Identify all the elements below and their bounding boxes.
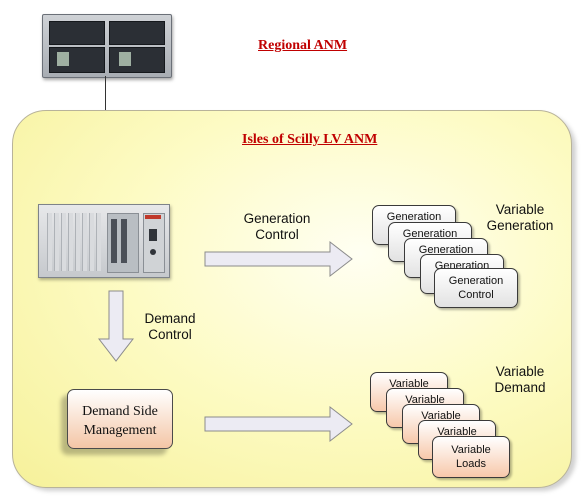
variable-demand-line2: Demand [494,380,546,395]
anm-controller [38,204,170,278]
generation-control-line2: Control [255,227,299,242]
variable-box-3-label: Variable [421,410,461,422]
variable-box-2-label: Variable [405,394,445,406]
variable-box-1-label: Variable [389,378,429,390]
regional-anm-server [42,14,172,78]
variable-demand-label: Variable Demand [480,364,560,396]
generation-box-2-label: Generation [402,228,458,240]
variable-generation-line1: Variable [495,202,545,217]
generation-control-arrow [204,240,353,278]
variable-loads-box: Variable Loads [432,436,510,478]
variable-demand-line1: Variable [495,364,545,379]
generation-control-box: Generation Control [434,268,518,308]
demand-side-management-line2: Management [83,423,157,438]
demand-side-management-line1: Demand Side [82,404,158,419]
variable-box-4-label: Variable [437,426,477,438]
variable-generation-line2: Generation [486,218,554,233]
demand-control-arrow [97,290,135,362]
variable-loads-box-line1: Variable [451,444,491,456]
generation-control-box-line2: Control [458,289,494,301]
generation-control-box-line1: Generation [448,275,504,287]
generation-control-label: Generation Control [238,211,316,243]
demand-control-line2: Control [148,327,192,342]
demand-control-line1: Demand [144,311,196,326]
demand-side-arrow [204,405,353,443]
generation-box-3-label: Generation [418,244,474,256]
generation-box-1-label: Generation [386,211,442,223]
island-title: Isles of Scilly LV ANM [242,132,378,147]
demand-control-label: Demand Control [140,311,200,343]
generation-control-line1: Generation [243,211,311,226]
variable-loads-box-line2: Loads [456,458,486,470]
regional-anm-title: Regional ANM [258,38,348,53]
demand-side-management-box: Demand Side Management [67,389,173,449]
variable-generation-label: Variable Generation [478,202,562,234]
